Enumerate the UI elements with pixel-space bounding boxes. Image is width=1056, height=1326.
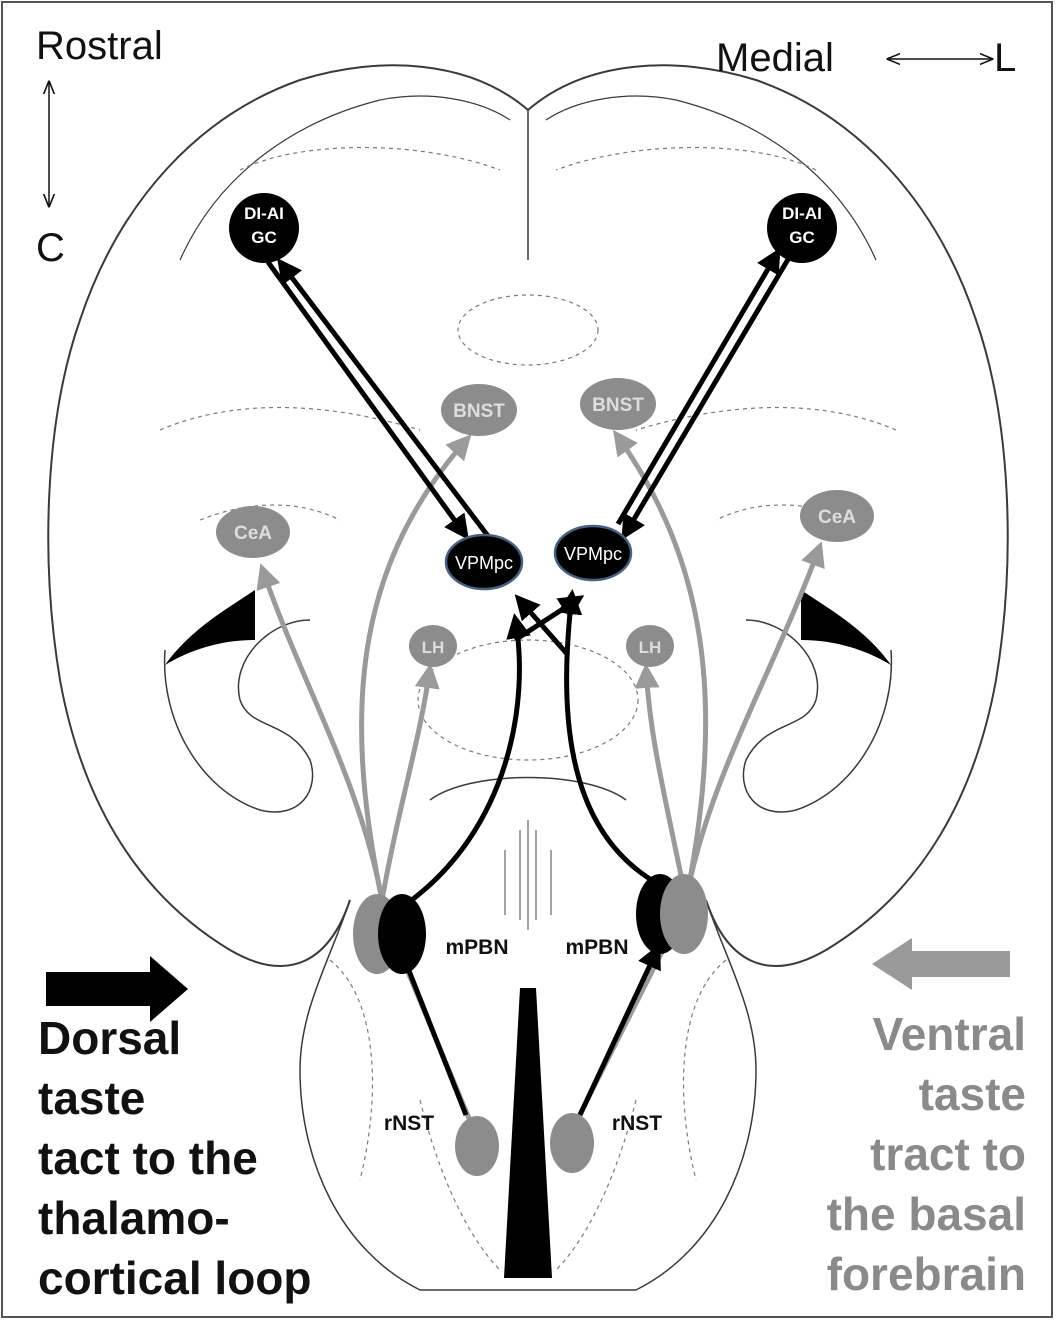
rostral-label: Rostral — [36, 24, 163, 69]
dorsal-line-3: tact to the — [38, 1128, 378, 1188]
gc-left-label-2: GC — [251, 228, 277, 247]
dorsal-line-1: Dorsal — [38, 1008, 378, 1068]
gc-right-label-2: GC — [789, 228, 815, 247]
dorsal-line-2: taste — [38, 1068, 378, 1128]
dorsal-pathways — [268, 252, 790, 1115]
mpbn-left-label: mPBN — [445, 936, 508, 959]
ventral-line-5: forebrain — [746, 1244, 1026, 1304]
rnst-left-label: rNST — [384, 1112, 434, 1135]
rnst-right-label: rNST — [612, 1112, 662, 1135]
lh-left-label: LH — [422, 638, 445, 657]
lh-right: LH — [626, 625, 674, 667]
cea-right-label: CeA — [818, 507, 856, 528]
ventral-line-3: tract to — [746, 1124, 1026, 1184]
ventral-legend-arrow — [872, 938, 1010, 990]
dorsal-line-4: thalamo- — [38, 1188, 378, 1248]
caudal-label: C — [36, 226, 65, 271]
bnst-left-label: BNST — [453, 401, 505, 422]
vpmpc-left-label: VPMpc — [455, 553, 513, 573]
rnst-left: rNST — [384, 1112, 499, 1176]
ventral-legend-text: Ventral taste tract to the basal forebra… — [746, 1004, 1026, 1304]
gc-left-label-1: DI-AI — [244, 204, 284, 223]
ventral-line-4: the basal — [746, 1184, 1026, 1244]
vpmpc-right-label: VPMpc — [564, 544, 622, 564]
vpmpc-right: VPMpc — [555, 526, 631, 580]
lateral-label: L — [994, 36, 1016, 81]
bnst-right-label: BNST — [592, 395, 644, 416]
cea-right: CeA — [800, 490, 874, 542]
gc-right: DI-AI GC — [767, 193, 837, 263]
gc-right-label-1: DI-AI — [782, 204, 822, 223]
mpbn-left: mPBN — [353, 894, 509, 974]
midline-wedge — [504, 988, 552, 1278]
ventral-line-1: Ventral — [746, 1004, 1026, 1064]
mpbn-right-label: mPBN — [565, 936, 628, 959]
rnst-right: rNST — [550, 1112, 662, 1173]
medial-label: Medial — [716, 36, 834, 81]
dorsal-legend-text: Dorsal taste tact to the thalamo- cortic… — [38, 1008, 378, 1308]
cea-left: CeA — [216, 506, 290, 558]
black-wedge-left — [165, 590, 255, 665]
bnst-right: BNST — [580, 378, 656, 430]
vpmpc-left: VPMpc — [446, 535, 522, 589]
bnst-left: BNST — [441, 384, 517, 436]
cea-left-label: CeA — [234, 523, 272, 544]
gc-left: DI-AI GC — [229, 193, 299, 263]
lh-left: LH — [409, 625, 457, 667]
ventral-line-2: taste — [746, 1064, 1026, 1124]
black-wedge-right — [801, 590, 891, 665]
dorsal-line-5: cortical loop — [38, 1248, 378, 1308]
lh-right-label: LH — [639, 638, 662, 657]
mpbn-right: mPBN — [565, 874, 708, 959]
